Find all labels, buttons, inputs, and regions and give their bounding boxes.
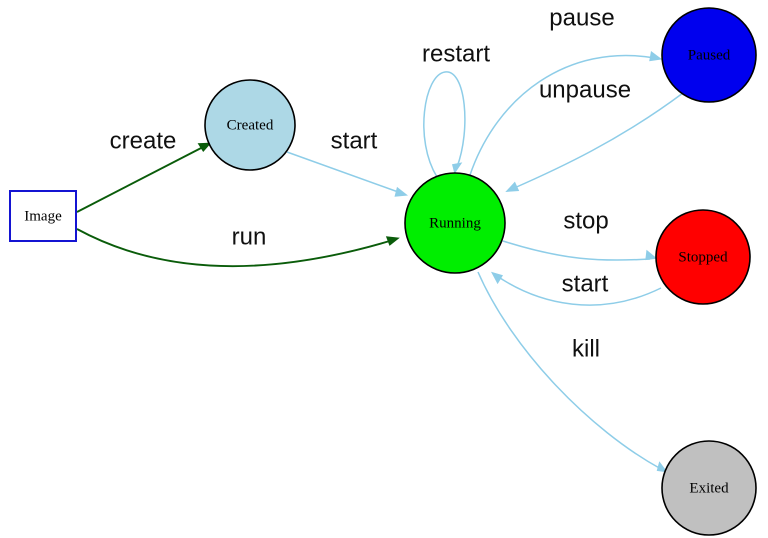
edge-start1-path [286, 151, 402, 194]
edge-create[interactable]: create [76, 127, 212, 213]
edge-pause-path [469, 54, 656, 176]
node-created-shape [204, 79, 296, 171]
edge-restart-self-loop[interactable]: restart [422, 40, 490, 178]
edge-unpause-path [511, 92, 684, 190]
edge-create-path [76, 145, 206, 213]
edge-unpause[interactable]: unpause [505, 76, 684, 192]
edge-stop-path [502, 240, 651, 261]
edge-unpause-arrowhead [505, 181, 520, 192]
node-running[interactable]: Running [404, 172, 506, 274]
edge-run-label: run [232, 223, 267, 250]
edge-restart-arrowhead [452, 162, 463, 174]
edge-run-path [76, 228, 394, 267]
edge-start-stopped-running[interactable]: start [491, 270, 662, 306]
edge-stop-arrowhead [645, 249, 658, 261]
edge-start2-label: start [562, 270, 609, 297]
edge-run-arrowhead [385, 236, 400, 246]
node-paused[interactable]: Paused [661, 7, 757, 103]
edge-start2-path [496, 275, 662, 306]
node-exited[interactable]: Exited [661, 440, 757, 536]
edge-create-label: create [110, 127, 177, 154]
node-stopped[interactable]: Stopped [655, 209, 751, 305]
node-image-shape [9, 190, 77, 242]
node-running-shape [404, 172, 506, 274]
node-stopped-shape [655, 209, 751, 305]
edge-kill-path [477, 271, 662, 470]
edge-stop-label: stop [563, 207, 608, 234]
edge-unpause-label: unpause [539, 76, 631, 103]
edge-kill-arrowhead [656, 461, 668, 473]
edge-start-created-running[interactable]: start [286, 127, 408, 197]
node-exited-shape [661, 440, 757, 536]
edge-start1-arrowhead [394, 186, 408, 197]
edge-restart-label: restart [422, 40, 490, 67]
edge-create-arrowhead [197, 142, 212, 152]
edge-pause-arrowhead [649, 51, 663, 62]
node-image[interactable]: Image [9, 190, 77, 242]
edge-start2-arrowhead [491, 271, 503, 285]
edge-kill[interactable]: kill [477, 271, 668, 473]
node-paused-shape [661, 7, 757, 103]
node-created[interactable]: Created [204, 79, 296, 171]
edge-run[interactable]: run [76, 223, 400, 267]
edge-start1-label: start [331, 127, 378, 154]
edge-stop[interactable]: stop [502, 207, 658, 261]
edge-pause-label: pause [549, 4, 614, 31]
edge-pause[interactable]: pause [469, 4, 663, 176]
edge-restart-path [423, 71, 466, 178]
edge-kill-label: kill [572, 335, 600, 362]
